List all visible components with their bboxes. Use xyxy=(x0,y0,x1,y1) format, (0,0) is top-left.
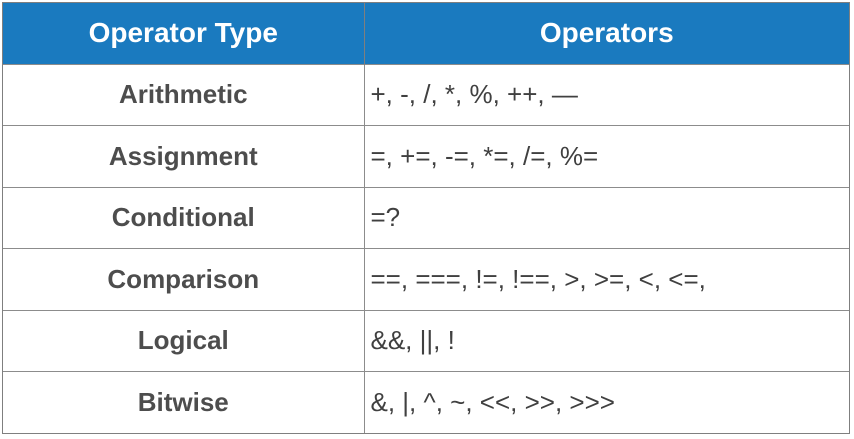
table-row: Comparison ==, ===, !=, !==, >, >=, <, <… xyxy=(3,248,849,310)
operators-table-container: Operator Type Operators Arithmetic +, -,… xyxy=(2,2,850,434)
table-row: Assignment =, +=, -=, *=, /=, %= xyxy=(3,125,849,187)
operators-cell: =? xyxy=(364,186,849,249)
table-row: Conditional =? xyxy=(3,186,849,249)
operators-table: Operator Type Operators Arithmetic +, -,… xyxy=(3,3,849,433)
operators-cell: ==, ===, !=, !==, >, >=, <, <=, xyxy=(364,248,849,310)
operators-cell: &, |, ^, ~, <<, >>, >>> xyxy=(364,371,849,433)
operator-type-cell: Comparison xyxy=(3,248,365,310)
header-operators: Operators xyxy=(364,3,849,64)
operators-cell: +, -, /, *, %, ++, — xyxy=(364,63,849,126)
table-row: Arithmetic +, -, /, *, %, ++, — xyxy=(3,63,849,126)
operators-cell: =, +=, -=, *=, /=, %= xyxy=(364,125,849,187)
operators-cell: &&, ||, ! xyxy=(364,309,849,372)
table-row: Bitwise &, |, ^, ~, <<, >>, >>> xyxy=(3,371,849,433)
operator-type-cell: Conditional xyxy=(3,186,365,249)
operator-type-cell: Assignment xyxy=(3,125,365,187)
table-row: Logical &&, ||, ! xyxy=(3,309,849,372)
operator-type-cell: Logical xyxy=(3,309,365,372)
operator-type-cell: Arithmetic xyxy=(3,63,365,126)
header-row: Operator Type Operators xyxy=(3,3,849,64)
operator-type-cell: Bitwise xyxy=(3,371,365,433)
header-operator-type: Operator Type xyxy=(3,3,365,64)
